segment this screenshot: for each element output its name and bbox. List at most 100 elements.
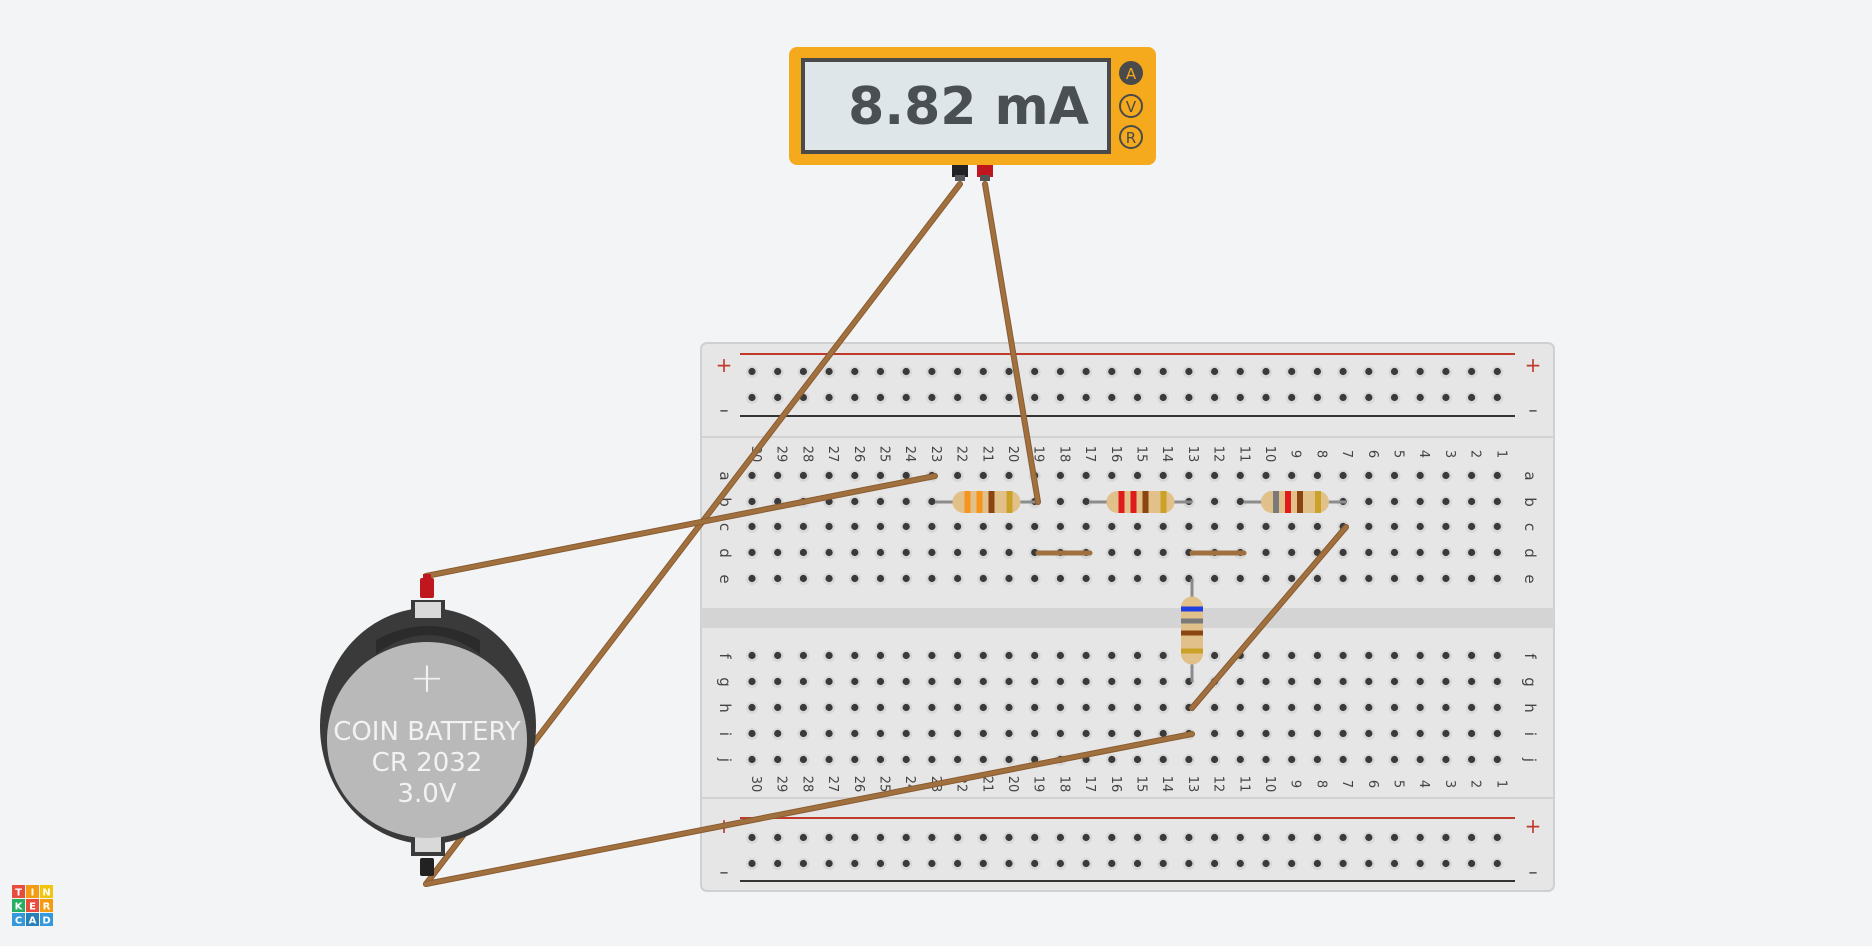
top-rail-negative-hole[interactable] bbox=[902, 393, 910, 402]
hole-i[interactable] bbox=[1236, 729, 1244, 738]
top-rail-positive-hole[interactable] bbox=[1108, 367, 1116, 376]
hole-a[interactable] bbox=[1313, 471, 1321, 480]
hole-i[interactable] bbox=[1159, 729, 1167, 738]
hole-a[interactable] bbox=[1236, 471, 1244, 480]
hole-e[interactable] bbox=[1442, 574, 1450, 583]
hole-a[interactable] bbox=[1339, 471, 1347, 480]
wire-battery-positive-to-board[interactable] bbox=[424, 474, 937, 578]
bottom-rail-negative-hole[interactable] bbox=[928, 859, 936, 868]
hole-i[interactable] bbox=[1262, 729, 1270, 738]
top-rail-negative-hole[interactable] bbox=[1159, 393, 1167, 402]
top-rail-positive-hole[interactable] bbox=[799, 367, 808, 376]
hole-a[interactable] bbox=[851, 471, 859, 480]
hole-g[interactable] bbox=[1031, 677, 1039, 686]
top-rail-negative-hole[interactable] bbox=[1005, 393, 1013, 402]
hole-e[interactable] bbox=[1262, 574, 1270, 583]
hole-b[interactable] bbox=[1082, 497, 1090, 506]
bottom-rail-negative-hole[interactable] bbox=[1288, 859, 1296, 868]
hole-g[interactable] bbox=[1133, 677, 1142, 686]
breadboard[interactable]: + + – – + + – – 303029292828272726262525… bbox=[700, 342, 1555, 892]
top-rail-positive-hole[interactable] bbox=[825, 367, 833, 376]
hole-c[interactable] bbox=[1468, 522, 1476, 531]
hole-c[interactable] bbox=[1108, 522, 1116, 531]
hole-d[interactable] bbox=[1468, 548, 1476, 557]
top-rail-negative-hole[interactable] bbox=[1365, 393, 1373, 402]
hole-a[interactable] bbox=[1056, 471, 1064, 480]
hole-j[interactable] bbox=[799, 755, 808, 764]
hole-i[interactable] bbox=[1031, 729, 1039, 738]
bottom-rail-negative-hole[interactable] bbox=[1056, 859, 1064, 868]
hole-h[interactable] bbox=[825, 703, 833, 712]
bottom-rail-positive-hole[interactable] bbox=[748, 833, 756, 842]
hole-f[interactable] bbox=[979, 651, 987, 660]
hole-e[interactable] bbox=[1493, 574, 1501, 583]
hole-f[interactable] bbox=[1493, 651, 1501, 660]
hole-c[interactable] bbox=[1056, 522, 1064, 531]
hole-c[interactable] bbox=[1005, 522, 1013, 531]
hole-e[interactable] bbox=[1031, 574, 1039, 583]
hole-d[interactable] bbox=[1005, 548, 1013, 557]
top-rail-negative-hole[interactable] bbox=[1082, 393, 1090, 402]
hole-i[interactable] bbox=[1133, 729, 1142, 738]
bottom-rail-positive-hole[interactable] bbox=[1339, 833, 1347, 842]
hole-c[interactable] bbox=[1159, 522, 1167, 531]
top-rail-positive-hole[interactable] bbox=[1185, 367, 1193, 376]
bottom-rail-negative-hole[interactable] bbox=[1159, 859, 1167, 868]
hole-d[interactable] bbox=[1288, 548, 1296, 557]
hole-j[interactable] bbox=[1339, 755, 1347, 764]
top-rail-positive-hole[interactable] bbox=[1416, 367, 1424, 376]
hole-e[interactable] bbox=[851, 574, 859, 583]
hole-e[interactable] bbox=[979, 574, 987, 583]
resistor-r2[interactable] bbox=[1089, 491, 1192, 513]
hole-d[interactable] bbox=[1390, 548, 1399, 557]
bottom-rail-negative-hole[interactable] bbox=[954, 859, 962, 868]
hole-b[interactable] bbox=[1365, 497, 1373, 506]
hole-f[interactable] bbox=[1133, 651, 1142, 660]
hole-e[interactable] bbox=[928, 574, 936, 583]
bottom-rail-negative-hole[interactable] bbox=[1416, 859, 1424, 868]
bottom-rail-negative-hole[interactable] bbox=[1108, 859, 1116, 868]
hole-j[interactable] bbox=[1211, 755, 1219, 764]
top-rail-positive-hole[interactable] bbox=[1313, 367, 1321, 376]
hole-d[interactable] bbox=[979, 548, 987, 557]
hole-e[interactable] bbox=[876, 574, 885, 583]
bottom-rail-positive-hole[interactable] bbox=[1056, 833, 1064, 842]
hole-e[interactable] bbox=[902, 574, 910, 583]
bottom-rail-negative-hole[interactable] bbox=[825, 859, 833, 868]
hole-c[interactable] bbox=[876, 522, 885, 531]
hole-j[interactable] bbox=[1236, 755, 1244, 764]
hole-i[interactable] bbox=[1108, 729, 1116, 738]
bottom-rail-positive-hole[interactable] bbox=[1005, 833, 1013, 842]
hole-c[interactable] bbox=[979, 522, 987, 531]
hole-a[interactable] bbox=[1133, 471, 1142, 480]
hole-b[interactable] bbox=[1056, 497, 1064, 506]
hole-i[interactable] bbox=[928, 729, 936, 738]
hole-g[interactable] bbox=[1416, 677, 1424, 686]
hole-i[interactable] bbox=[748, 729, 756, 738]
hole-c[interactable] bbox=[1236, 522, 1244, 531]
hole-c[interactable] bbox=[851, 522, 859, 531]
long-wires[interactable] bbox=[423, 181, 1349, 887]
top-rail-positive-hole[interactable] bbox=[748, 367, 756, 376]
top-rail-positive-hole[interactable] bbox=[1031, 367, 1039, 376]
hole-a[interactable] bbox=[774, 471, 782, 480]
hole-i[interactable] bbox=[1365, 729, 1373, 738]
hole-g[interactable] bbox=[1313, 677, 1321, 686]
hole-j[interactable] bbox=[902, 755, 910, 764]
top-rail-negative-hole[interactable] bbox=[774, 393, 782, 402]
hole-a[interactable] bbox=[876, 471, 885, 480]
top-rail-negative-hole[interactable] bbox=[1468, 393, 1476, 402]
bottom-rail-negative-hole[interactable] bbox=[774, 859, 782, 868]
hole-d[interactable] bbox=[1493, 548, 1501, 557]
hole-h[interactable] bbox=[1005, 703, 1013, 712]
hole-e[interactable] bbox=[954, 574, 962, 583]
top-rail-positive-hole[interactable] bbox=[979, 367, 987, 376]
battery-positive-terminal[interactable] bbox=[420, 578, 434, 598]
hole-j[interactable] bbox=[1313, 755, 1321, 764]
top-rail-positive-hole[interactable] bbox=[1211, 367, 1219, 376]
bottom-rail-positive-hole[interactable] bbox=[825, 833, 833, 842]
hole-g[interactable] bbox=[748, 677, 756, 686]
top-rail-negative-hole[interactable] bbox=[876, 393, 885, 402]
hole-c[interactable] bbox=[774, 522, 782, 531]
top-rail-positive-hole[interactable] bbox=[1005, 367, 1013, 376]
